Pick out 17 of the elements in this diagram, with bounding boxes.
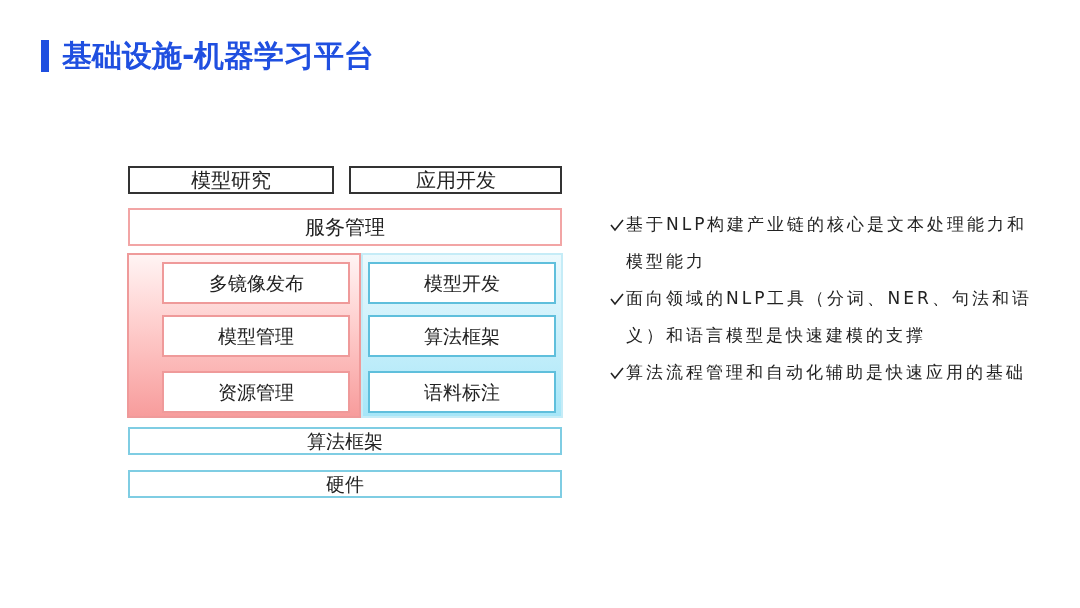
layer-box: 应用开发 [349, 166, 562, 194]
layer-box: 硬件 [128, 470, 562, 498]
bullet-text: 算法流程管理和自动化辅助是快速应用的基础 [626, 361, 1026, 384]
module-box: 模型管理 [162, 315, 350, 357]
layer-box: 服务管理 [128, 208, 562, 246]
module-box: 语料标注 [368, 371, 556, 413]
slide-title: 基础设施-机器学习平台 [62, 37, 375, 75]
module-box: 资源管理 [162, 371, 350, 413]
group-panel [361, 253, 563, 418]
module-box: 模型开发 [368, 262, 556, 304]
layer-box: 模型研究 [128, 166, 334, 194]
bullet-text: 面向领域的NLP工具（分词、NER、句法和语义）和语言模型是快速建模的支撑 [626, 287, 1033, 347]
module-box: 算法框架 [368, 315, 556, 357]
layer-box: 算法框架 [128, 427, 562, 455]
bullet-text: 基于NLP构建产业链的核心是文本处理能力和模型能力 [626, 213, 1029, 273]
group-panel [127, 253, 361, 418]
module-box: 多镜像发布 [162, 262, 350, 304]
